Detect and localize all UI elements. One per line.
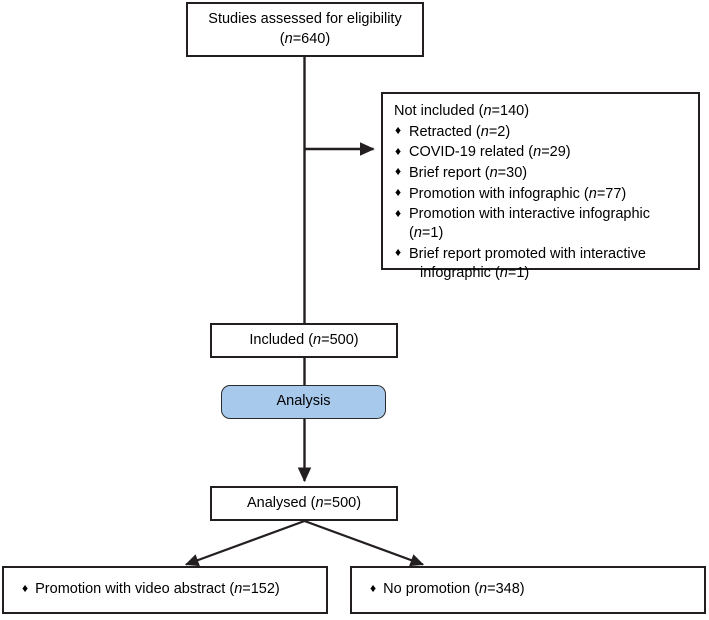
node-analysis: Analysis — [221, 385, 386, 419]
n-italic: n — [489, 164, 498, 181]
diamond-bullet-icon: ♦ — [370, 581, 377, 596]
n-italic: n — [413, 225, 422, 242]
n-italic: n — [588, 185, 597, 202]
n-italic: n — [499, 265, 508, 281]
edge-analysed-to-no-promotion — [304, 519, 425, 567]
node-no-promotion: ♦No promotion (n=348) — [350, 566, 706, 614]
n-italic: n — [483, 103, 492, 119]
list-item: ♦Brief report (n=30) — [395, 164, 528, 181]
node-included-label: Included (n=500) — [249, 331, 359, 348]
diamond-bullet-icon: ♦ — [22, 581, 29, 596]
n-italic: n — [480, 123, 489, 140]
list-item: ♦Promotion with interactive infographic … — [395, 205, 650, 242]
node-analysed: Analysed (n=500) — [210, 486, 398, 521]
not-included-list: ♦Retracted (n=2) ♦COVID-19 related (n=29… — [394, 123, 688, 284]
not-included-title: Not included (n=140) — [394, 103, 530, 119]
node-analysis-label: Analysis — [276, 393, 331, 410]
node-studies-assessed-label: Studies assessed for eligibility (n=640) — [208, 11, 402, 47]
list-item: ♦Promotion with infographic (n=77) — [395, 185, 627, 202]
node-video-abstract: ♦Promotion with video abstract (n=152) — [2, 566, 328, 614]
list-item-wrap: infographic (n=1) — [420, 265, 530, 281]
node-studies-assessed: Studies assessed for eligibility (n=640) — [186, 2, 424, 57]
diamond-bullet-icon: ♦ — [395, 123, 402, 138]
n-italic: n — [479, 581, 488, 598]
n-italic: n — [234, 581, 243, 598]
n-italic: n — [313, 331, 322, 348]
diamond-bullet-icon: ♦ — [395, 205, 402, 220]
n-italic: n — [533, 144, 542, 161]
diamond-bullet-icon: ♦ — [395, 245, 402, 260]
node-video-abstract-label: ♦Promotion with video abstract (n=152) — [22, 581, 280, 598]
node-no-promotion-label: ♦No promotion (n=348) — [370, 581, 525, 598]
edge-analysed-to-video-abstract — [184, 519, 305, 567]
node-analysed-label: Analysed (n=500) — [246, 494, 362, 511]
n-italic: n — [315, 494, 324, 511]
node-included: Included (n=500) — [210, 323, 398, 358]
list-item: ♦COVID-19 related (n=29) — [395, 143, 571, 161]
node-not-included: Not included (n=140) ♦Retracted (n=2) ♦C… — [381, 92, 700, 281]
diamond-bullet-icon: ♦ — [395, 185, 402, 199]
list-item: ♦Retracted (n=2) — [395, 123, 511, 140]
n-italic: n — [284, 30, 293, 47]
diamond-bullet-icon: ♦ — [395, 143, 402, 158]
diamond-bullet-icon: ♦ — [395, 164, 402, 179]
